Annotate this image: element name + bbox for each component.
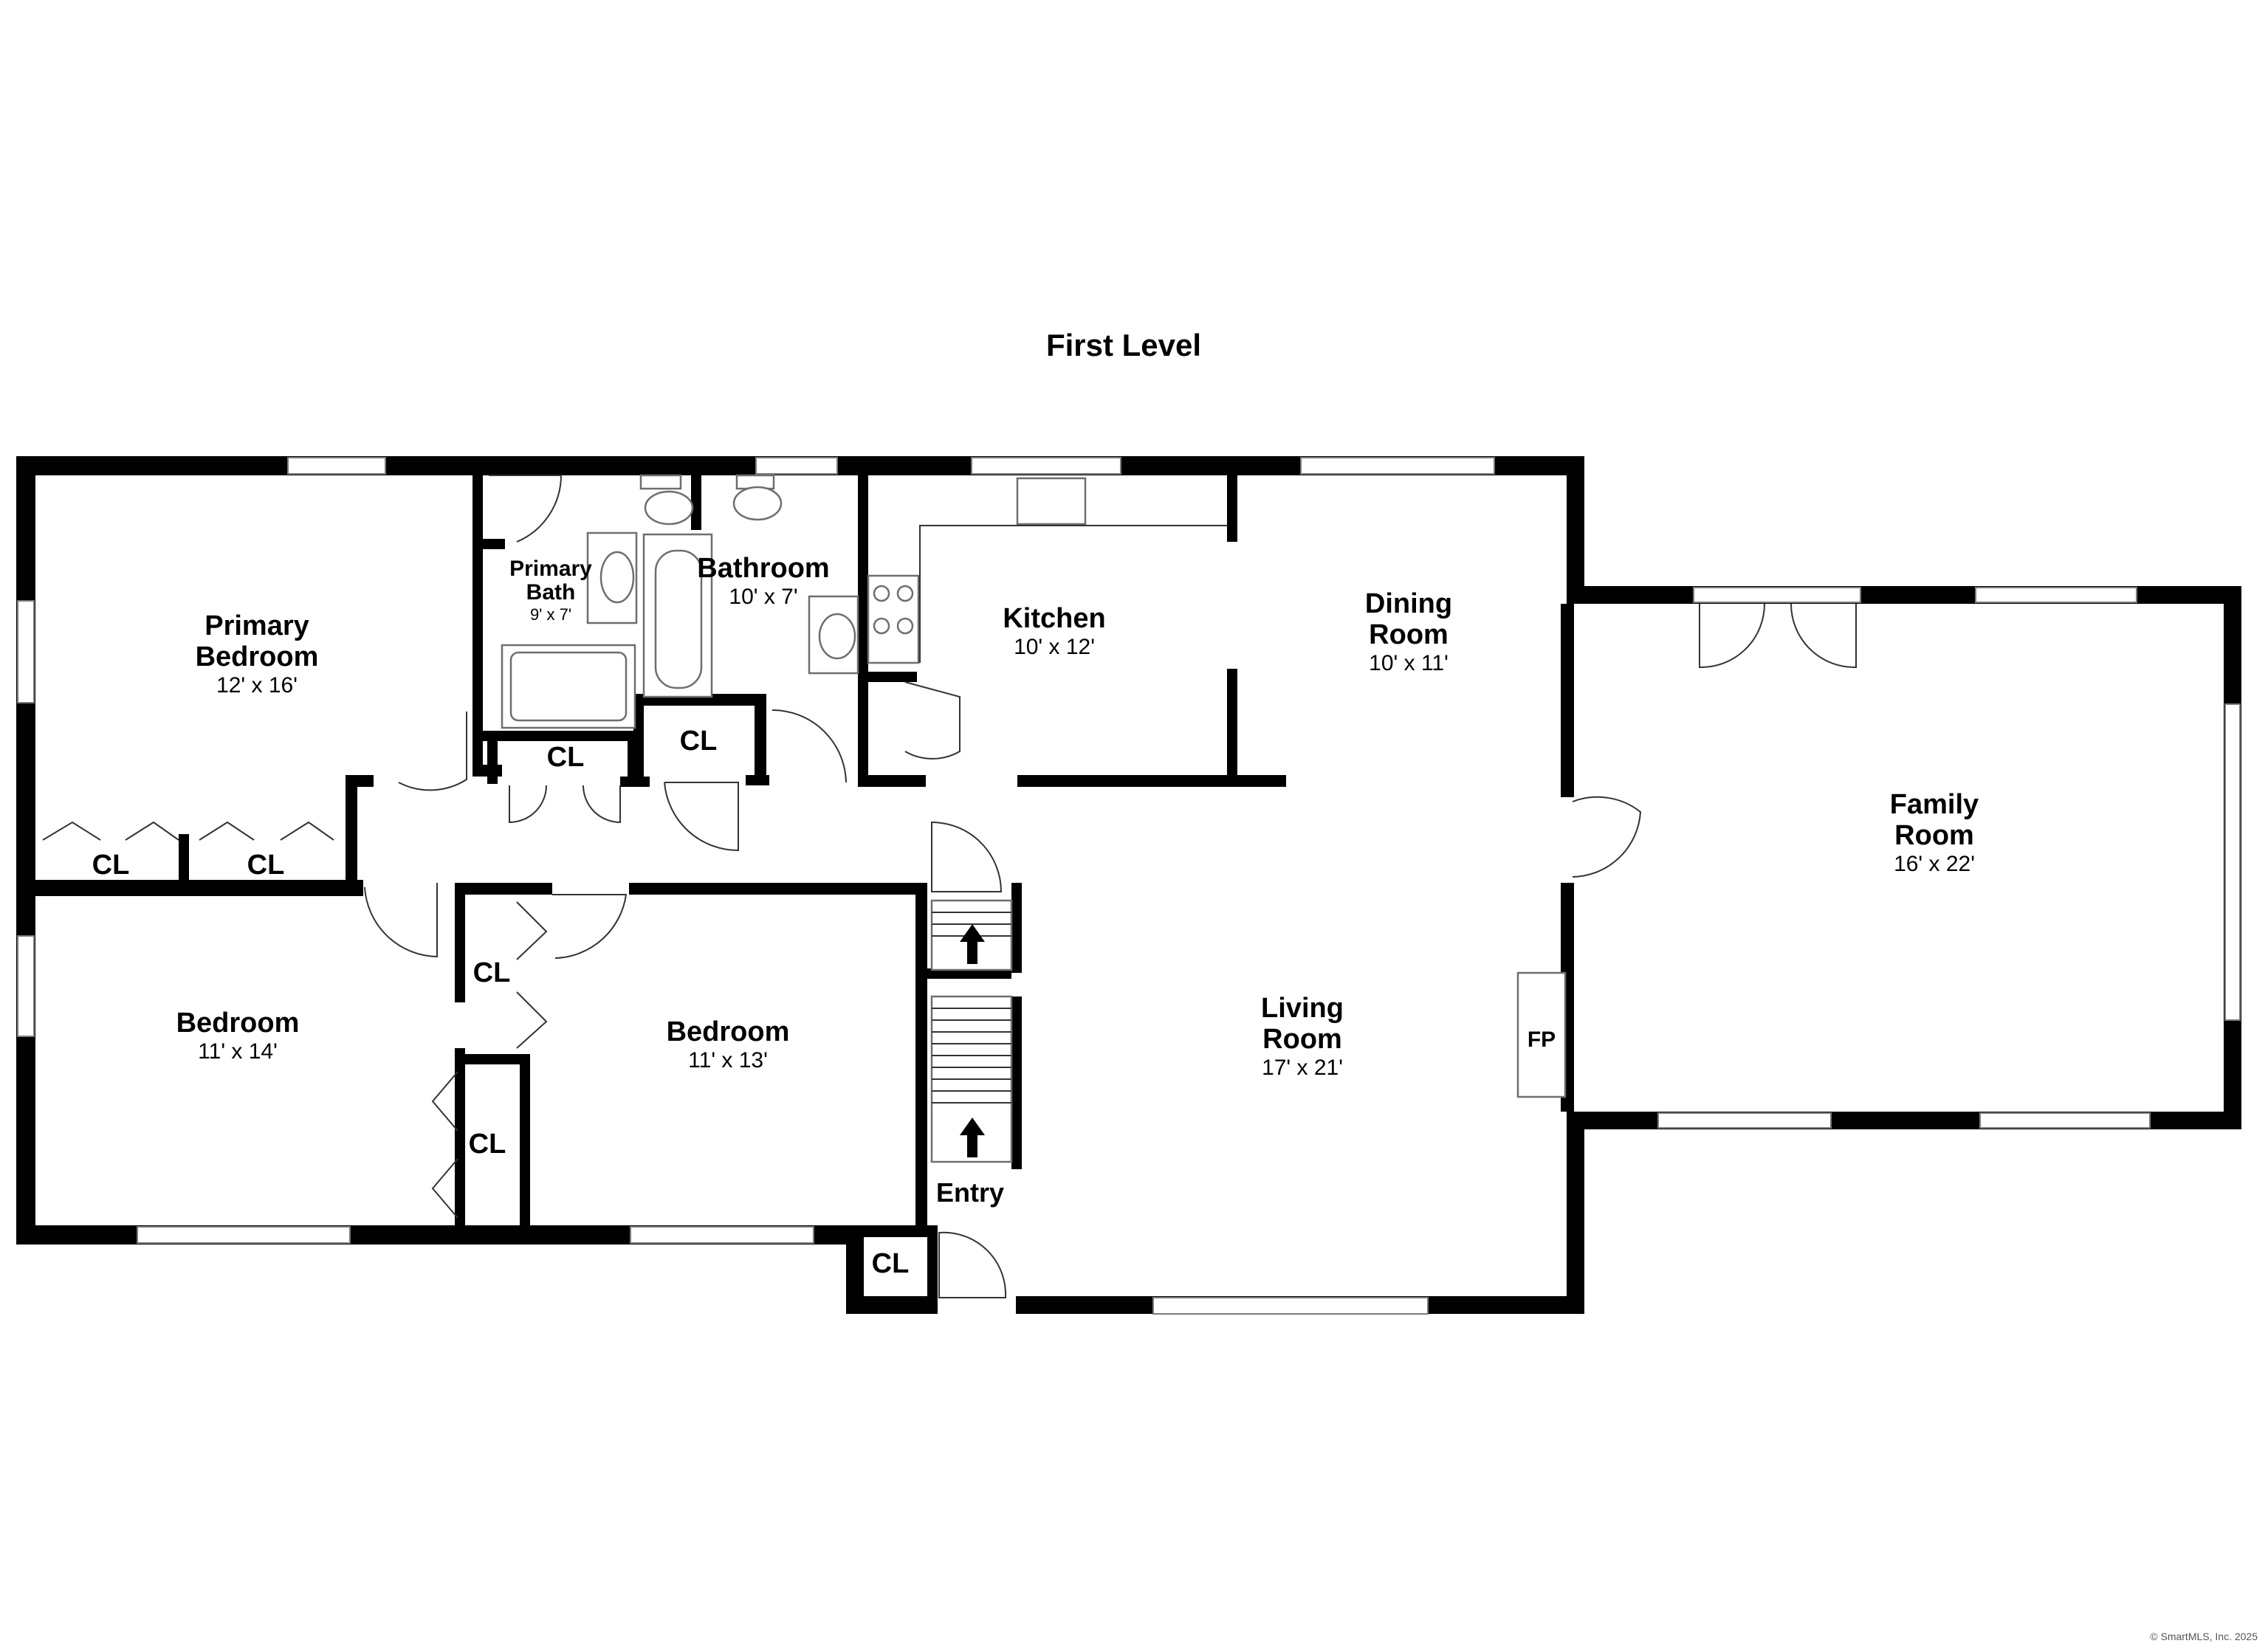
svg-text:10' x 11': 10' x 11' [1369,651,1449,675]
room-primary-bath: Primary Bath 9' x 7' [509,557,592,624]
room-entry: Entry [936,1177,1004,1208]
svg-text:9' x 7': 9' x 7' [530,605,571,624]
svg-text:Living: Living [1261,993,1344,1024]
room-kitchen: Kitchen 10' x 12' [1003,603,1105,659]
closet-label: CL [872,1248,910,1279]
room-bedroom-middle: Bedroom 11' x 13' [667,1016,790,1073]
closet-label: CL [680,726,718,757]
room-bathroom: Bathroom 10' x 7' [697,553,829,609]
fireplace [1516,971,1567,1098]
doors [42,475,1857,1298]
level-title: First Level [1046,328,1201,362]
svg-text:12' x 16': 12' x 16' [216,673,298,698]
room-primary-bedroom: Primary Bedroom 12' x 16' [196,610,319,698]
svg-text:Bedroom: Bedroom [176,1008,300,1039]
svg-text:Kitchen: Kitchen [1003,603,1105,634]
svg-text:Bath: Bath [526,580,576,605]
closet-label: CL [473,957,511,988]
svg-text:Room: Room [1894,820,1974,851]
svg-text:10' x 12': 10' x 12' [1014,635,1095,659]
svg-text:10' x 7': 10' x 7' [729,585,797,609]
svg-text:11' x 13': 11' x 13' [688,1048,768,1073]
svg-text:16' x 22': 16' x 22' [1894,852,1975,876]
stairs [930,899,1013,1163]
closet-label: CL [92,850,130,881]
arrow-up-icon [960,924,985,964]
svg-text:Room: Room [1369,619,1449,650]
windows [17,457,2241,1315]
svg-text:Family: Family [1890,789,1979,820]
fixtures [501,474,1567,1163]
svg-text:Primary: Primary [509,557,592,581]
copyright-text: © SmartMLS, Inc. 2025 [2150,1631,2258,1642]
closet-label: CL [469,1129,506,1160]
svg-text:Primary: Primary [205,610,309,641]
svg-text:Dining: Dining [1365,588,1452,619]
room-bedroom-left: Bedroom 11' x 14' [176,1008,300,1064]
closet-label: CL [247,850,285,881]
svg-text:17' x 21': 17' x 21' [1262,1056,1343,1080]
svg-text:Bedroom: Bedroom [196,641,319,672]
room-labels: Primary Bedroom 12' x 16' Primary Bath 9… [92,553,1979,1279]
svg-text:Bathroom: Bathroom [697,553,829,584]
walls [16,456,2241,1314]
room-dining-room: Dining Room 10' x 11' [1365,588,1452,675]
room-family-room: Family Room 16' x 22' [1890,789,1979,876]
svg-text:Room: Room [1262,1024,1342,1055]
arrow-up-icon [960,1118,985,1157]
fireplace-label: FP [1528,1027,1556,1052]
room-living-room: Living Room 17' x 21' [1261,993,1344,1080]
closet-label: CL [547,742,585,773]
svg-text:11' x 14': 11' x 14' [198,1039,278,1064]
svg-text:Bedroom: Bedroom [667,1016,790,1047]
